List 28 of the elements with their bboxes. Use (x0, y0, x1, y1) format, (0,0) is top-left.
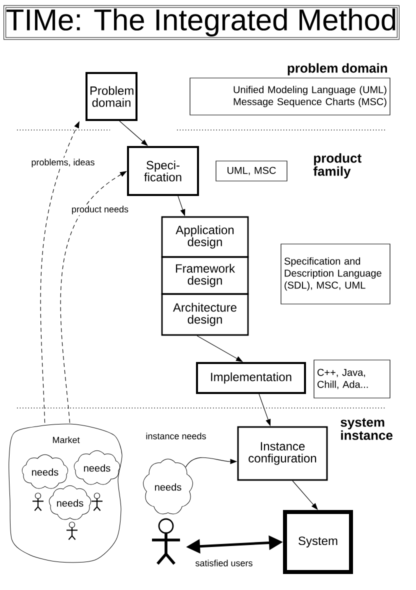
arrow (196, 335, 243, 362)
needs-cloud: needs (74, 450, 120, 485)
person-drawing (152, 518, 180, 565)
needs-cloud: needs (22, 454, 68, 489)
edge-label: problems, ideas (30, 158, 96, 168)
edge-label: satisfied users (194, 558, 254, 568)
process-box: Architecture design (161, 293, 249, 336)
needs-cloud: needs (48, 485, 92, 520)
arrow (292, 480, 318, 510)
needs-cloud: needs (143, 458, 193, 514)
notation-box: Specification and Description Language (SDL), MSC, UML (280, 244, 390, 304)
section-label: system instance (340, 418, 392, 440)
arrow (60, 171, 127, 424)
process-box: Speci- fication (127, 146, 199, 196)
process-box: Framework design (161, 256, 249, 295)
edge-label: product needs (70, 204, 130, 216)
process-box: Problem domain (86, 72, 138, 121)
section-label: product family (313, 153, 362, 178)
title-box: TIMe: The Integrated Method (4, 5, 400, 40)
process-box: Application design (161, 216, 249, 258)
edge-label: instance needs (144, 432, 208, 440)
notation-box: C++, Java, Chill, Ada... (314, 360, 390, 398)
process-box: Implementation (196, 362, 306, 394)
system-box: System (283, 510, 353, 574)
notation-box: Unified Modeling Language (UML) Message Sequence Charts (MSC) (190, 78, 390, 116)
notation-box: UML, MSC (216, 160, 288, 182)
process-box: Instance configuration (237, 426, 328, 481)
arrow (119, 120, 148, 146)
